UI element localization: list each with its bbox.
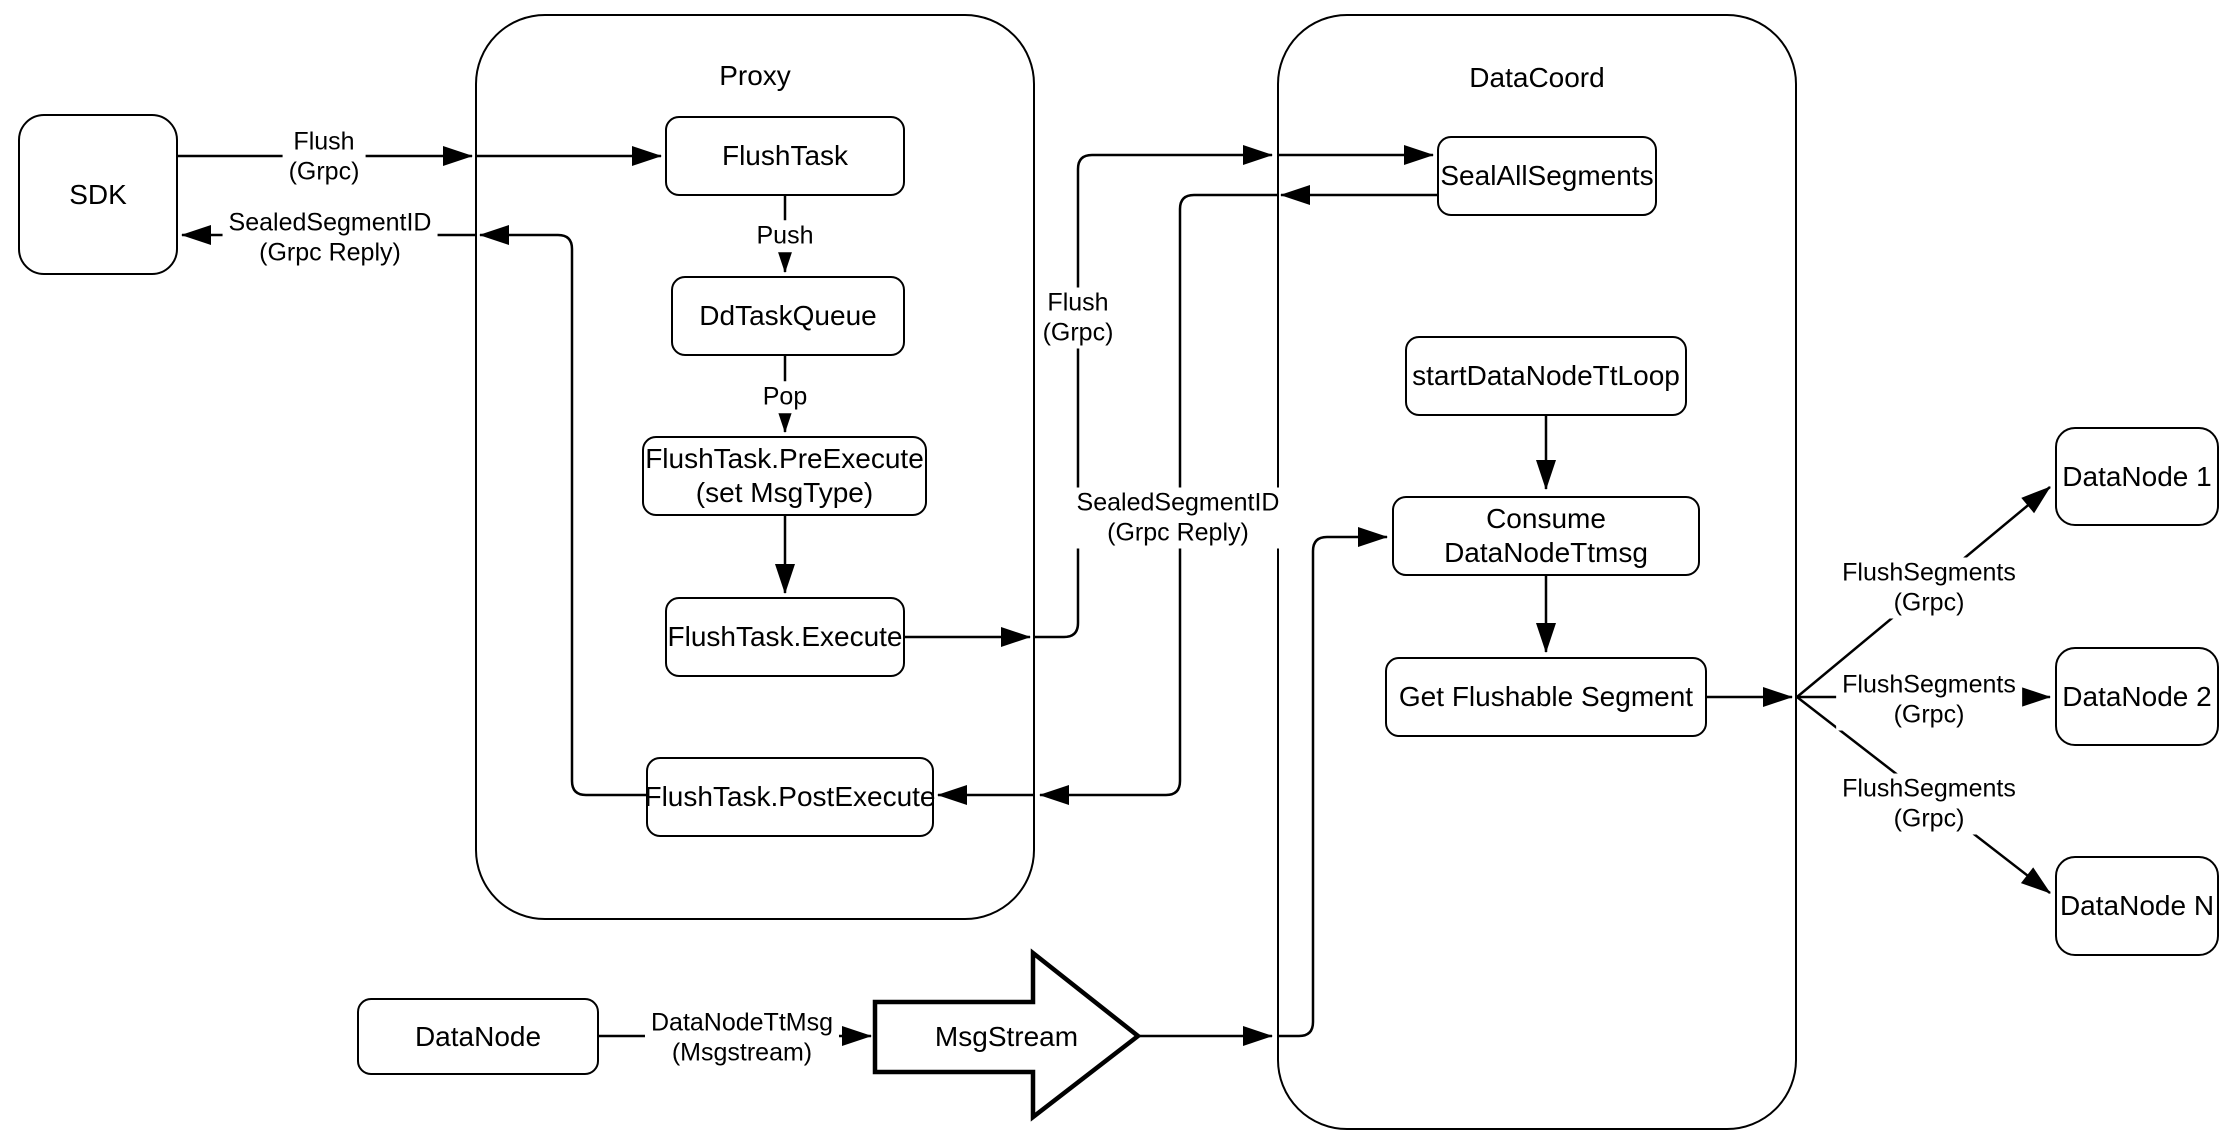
node-flushtask-execute: FlushTask.Execute (665, 597, 905, 677)
edge-label-flush-grpc-mid: Flush (Grpc) (1036, 287, 1120, 349)
datacoord-container (1277, 14, 1797, 1130)
edge-label-sealed-segment-id-sdk: SealedSegmentID (Grpc Reply) (222, 207, 438, 269)
msgstream-arrow-shape (872, 948, 1142, 1122)
node-flush-task: FlushTask (665, 116, 905, 196)
msgstream-label: MsgStream (934, 1021, 1079, 1052)
edge-proxy-to-datacoord-flush (1035, 145, 1273, 639)
node-start-data-node-tt-loop: startDataNodeTtLoop (1405, 336, 1687, 416)
node-datanode-n: DataNode N (2055, 856, 2219, 956)
edge-label-pop: Pop (756, 381, 814, 413)
edge-label-flush-grpc-sdk: Flush (Grpc) (282, 126, 366, 188)
node-get-flushable-segment: Get Flushable Segment (1385, 657, 1707, 737)
node-sdk: SDK (18, 114, 178, 275)
node-consume-data-node-ttmsg: Consume DataNodeTtmsg (1392, 496, 1700, 576)
proxy-container (475, 14, 1035, 920)
edge-datacoord-to-consume (1277, 527, 1388, 1038)
node-datanode: DataNode (357, 998, 599, 1075)
node-flushtask-preexecute: FlushTask.PreExecute (set MsgType) (642, 436, 927, 516)
edge-label-sealed-segment-id-mid: SealedSegmentID (Grpc Reply) (1070, 487, 1286, 549)
node-datanode-2: DataNode 2 (2055, 647, 2219, 746)
edge-label-datanode-tt-msg: DataNodeTtMsg (Msgstream) (644, 1007, 840, 1069)
edge-label-flush-segments-1: FlushSegments (Grpc) (1836, 557, 2022, 619)
edge-postexecute-to-proxy-edge (479, 225, 646, 797)
edge-label-flush-segments-3: FlushSegments (Grpc) (1836, 773, 2022, 835)
node-flushtask-postexecute: FlushTask.PostExecute (644, 757, 936, 837)
edge-label-push: Push (750, 220, 820, 252)
node-seal-all-segments: SealAllSegments (1437, 136, 1657, 216)
node-dd-task-queue: DdTaskQueue (671, 276, 905, 356)
node-datanode-1: DataNode 1 (2055, 427, 2219, 526)
edge-label-flush-segments-2: FlushSegments (Grpc) (1836, 669, 2022, 731)
